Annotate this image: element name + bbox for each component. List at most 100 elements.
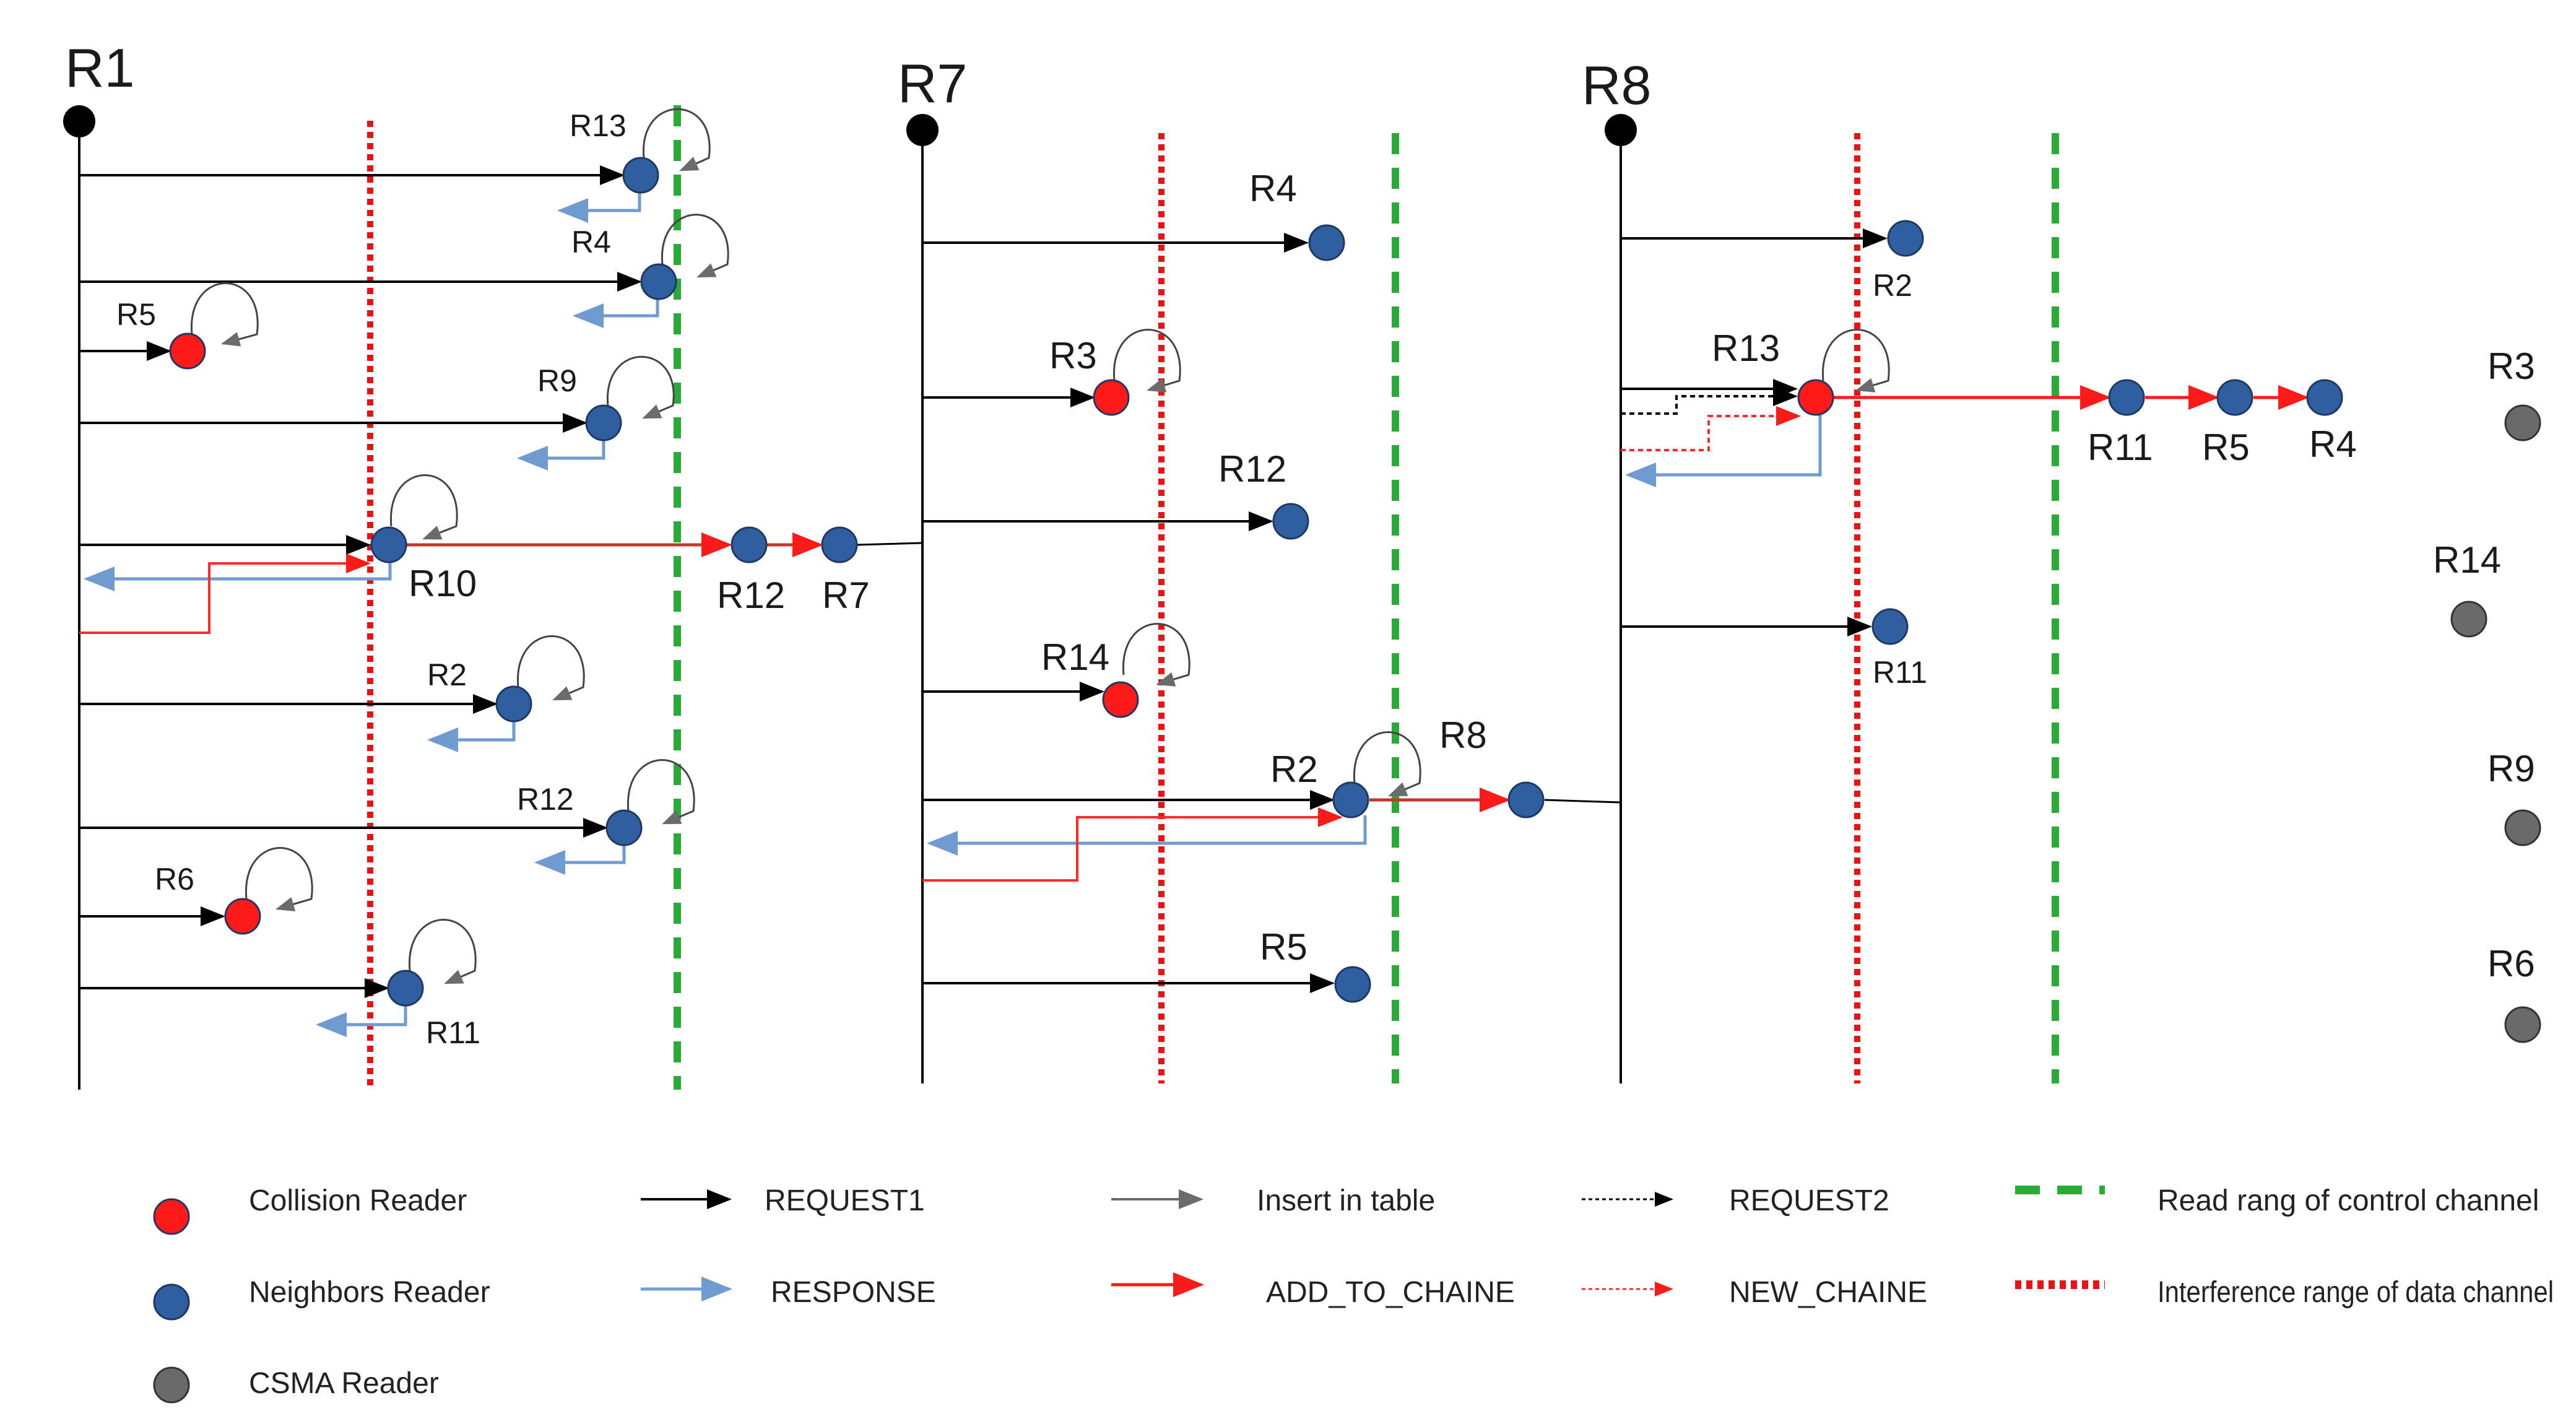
r1-section: R1 R13 R4 R5 R9 R10 R12: [63, 37, 923, 1090]
r8-section: R8 R2 R13 R11 R5 R4 R11: [1582, 54, 2357, 1083]
csma-node-r6: [2504, 1006, 2541, 1043]
legend-read-label: Read rang of control channel: [2158, 1184, 2539, 1217]
node-label-r11: R11: [426, 1015, 480, 1050]
response-arrow: [316, 1004, 407, 1037]
chain-link-line: [857, 542, 923, 546]
neighbor-node-r12: [1272, 503, 1309, 540]
neighbor-node-r11: [1871, 608, 1909, 645]
node-label-r2: R2: [1270, 749, 1318, 790]
collision-node-r14: [1102, 681, 1139, 718]
response-arrow: [84, 560, 392, 591]
csma-readers: R3 R14 R9 R6: [2433, 345, 2541, 1043]
response-arrow: [1625, 414, 1822, 487]
node-label-r11: R11: [1873, 655, 1927, 690]
node-label-r13: R13: [570, 108, 627, 143]
neighbor-node-r12: [605, 809, 643, 846]
node-label-r9: R9: [537, 363, 577, 398]
legend-response-label: RESPONSE: [771, 1276, 936, 1309]
neighbor-node-r5: [1334, 966, 1371, 1003]
legend-request2-label: REQUEST2: [1729, 1184, 1889, 1217]
insert-loop: [643, 108, 711, 171]
node-label-r2: R2: [427, 658, 467, 692]
neighbor-node-r2: [495, 685, 532, 723]
csma-label-r6: R6: [2487, 943, 2535, 984]
response-arrow: [427, 719, 516, 752]
legend-collision-swatch: [153, 1198, 190, 1235]
new-chaine-arrow: [79, 554, 371, 634]
response-arrow: [557, 191, 641, 223]
node-label-r12: R12: [517, 782, 574, 817]
neighbor-node-r11: [387, 970, 424, 1007]
chain-label-r12: R12: [717, 575, 785, 616]
chain-label-r8: R8: [1439, 714, 1487, 756]
response-arrow: [517, 438, 605, 471]
chain-node-r12: [731, 526, 768, 563]
chain-node-r4: [2306, 379, 2343, 416]
chain-node-r7: [821, 526, 858, 563]
legend-collision-label: Collision Reader: [249, 1184, 467, 1217]
legend-neighbor-swatch: [153, 1283, 190, 1321]
node-label-r5: R5: [1260, 926, 1308, 968]
insert-loop: [245, 847, 313, 911]
collision-node-r5: [169, 332, 206, 370]
neighbor-node-r4: [640, 263, 677, 300]
legend-insert-label: Insert in table: [1257, 1184, 1435, 1217]
response-arrow: [927, 815, 1367, 856]
reader-r1-dot: [63, 105, 95, 137]
insert-loop: [517, 635, 585, 701]
insert-loop: [627, 759, 695, 825]
insert-loop: [661, 214, 729, 278]
node-label-r4: R4: [1249, 168, 1297, 209]
chain-label-r11: R11: [2088, 427, 2153, 468]
legend-interference-label: Interference range of data channel: [2158, 1276, 2554, 1309]
node-label-r6: R6: [155, 862, 194, 897]
neighbor-node-r13: [622, 157, 659, 194]
new-chaine-arrow: [1621, 406, 1801, 451]
csma-node-r14: [2450, 601, 2487, 638]
csma-label-r3: R3: [2487, 345, 2535, 387]
node-label-r4: R4: [571, 225, 611, 259]
legend-neighbor-label: Neighbors Reader: [249, 1276, 490, 1309]
r7-section: R7 R4 R3 R12 R14 R2 R8 R5: [898, 53, 1621, 1083]
chain-label-r4: R4: [2309, 423, 2357, 465]
node-label-r14: R14: [1041, 636, 1109, 678]
node-label-r12: R12: [1218, 448, 1286, 490]
collision-node-r6: [224, 898, 261, 935]
node-label-r3: R3: [1049, 335, 1097, 376]
response-arrow: [534, 843, 626, 875]
chain-label-r5: R5: [2202, 427, 2250, 468]
neighbor-node-r2: [1332, 781, 1369, 818]
chain-node-r11: [2108, 379, 2145, 416]
insert-loop: [1122, 623, 1190, 687]
insert-loop: [1822, 329, 1890, 393]
request2-arrow: [1621, 386, 1798, 415]
csma-node-r3: [2504, 404, 2541, 441]
legend: Collision Reader Neighbors Reader CSMA R…: [153, 1184, 2554, 1404]
insert-loop: [390, 474, 458, 540]
node-label-r13: R13: [1712, 328, 1780, 369]
chain-link-line: [1544, 799, 1621, 804]
chain-node-r8: [1507, 781, 1545, 818]
neighbor-node-r9: [585, 404, 622, 441]
legend-new-label: NEW_CHAINE: [1729, 1276, 1927, 1309]
legend-csma-label: CSMA Reader: [249, 1367, 439, 1400]
chain-label-r7: R7: [822, 575, 870, 616]
insert-loop: [1353, 731, 1421, 797]
legend-add-label: ADD_TO_CHAINE: [1266, 1276, 1515, 1309]
response-arrow: [573, 297, 659, 328]
csma-label-r9: R9: [2487, 748, 2535, 789]
node-label-r10: R10: [409, 563, 477, 604]
new-chaine-arrow: [922, 807, 1343, 882]
csma-label-r14: R14: [2433, 539, 2501, 581]
node-label-r2: R2: [1873, 268, 1912, 303]
node-label-r5: R5: [116, 297, 156, 332]
range-lines: [367, 105, 2059, 1090]
insert-loop: [1113, 329, 1181, 393]
insert-loop: [607, 355, 675, 419]
reader-r7-label: R7: [898, 53, 968, 114]
csma-node-r9: [2504, 809, 2541, 846]
legend-csma-swatch: [153, 1366, 190, 1404]
legend-request1-label: REQUEST1: [765, 1184, 925, 1217]
